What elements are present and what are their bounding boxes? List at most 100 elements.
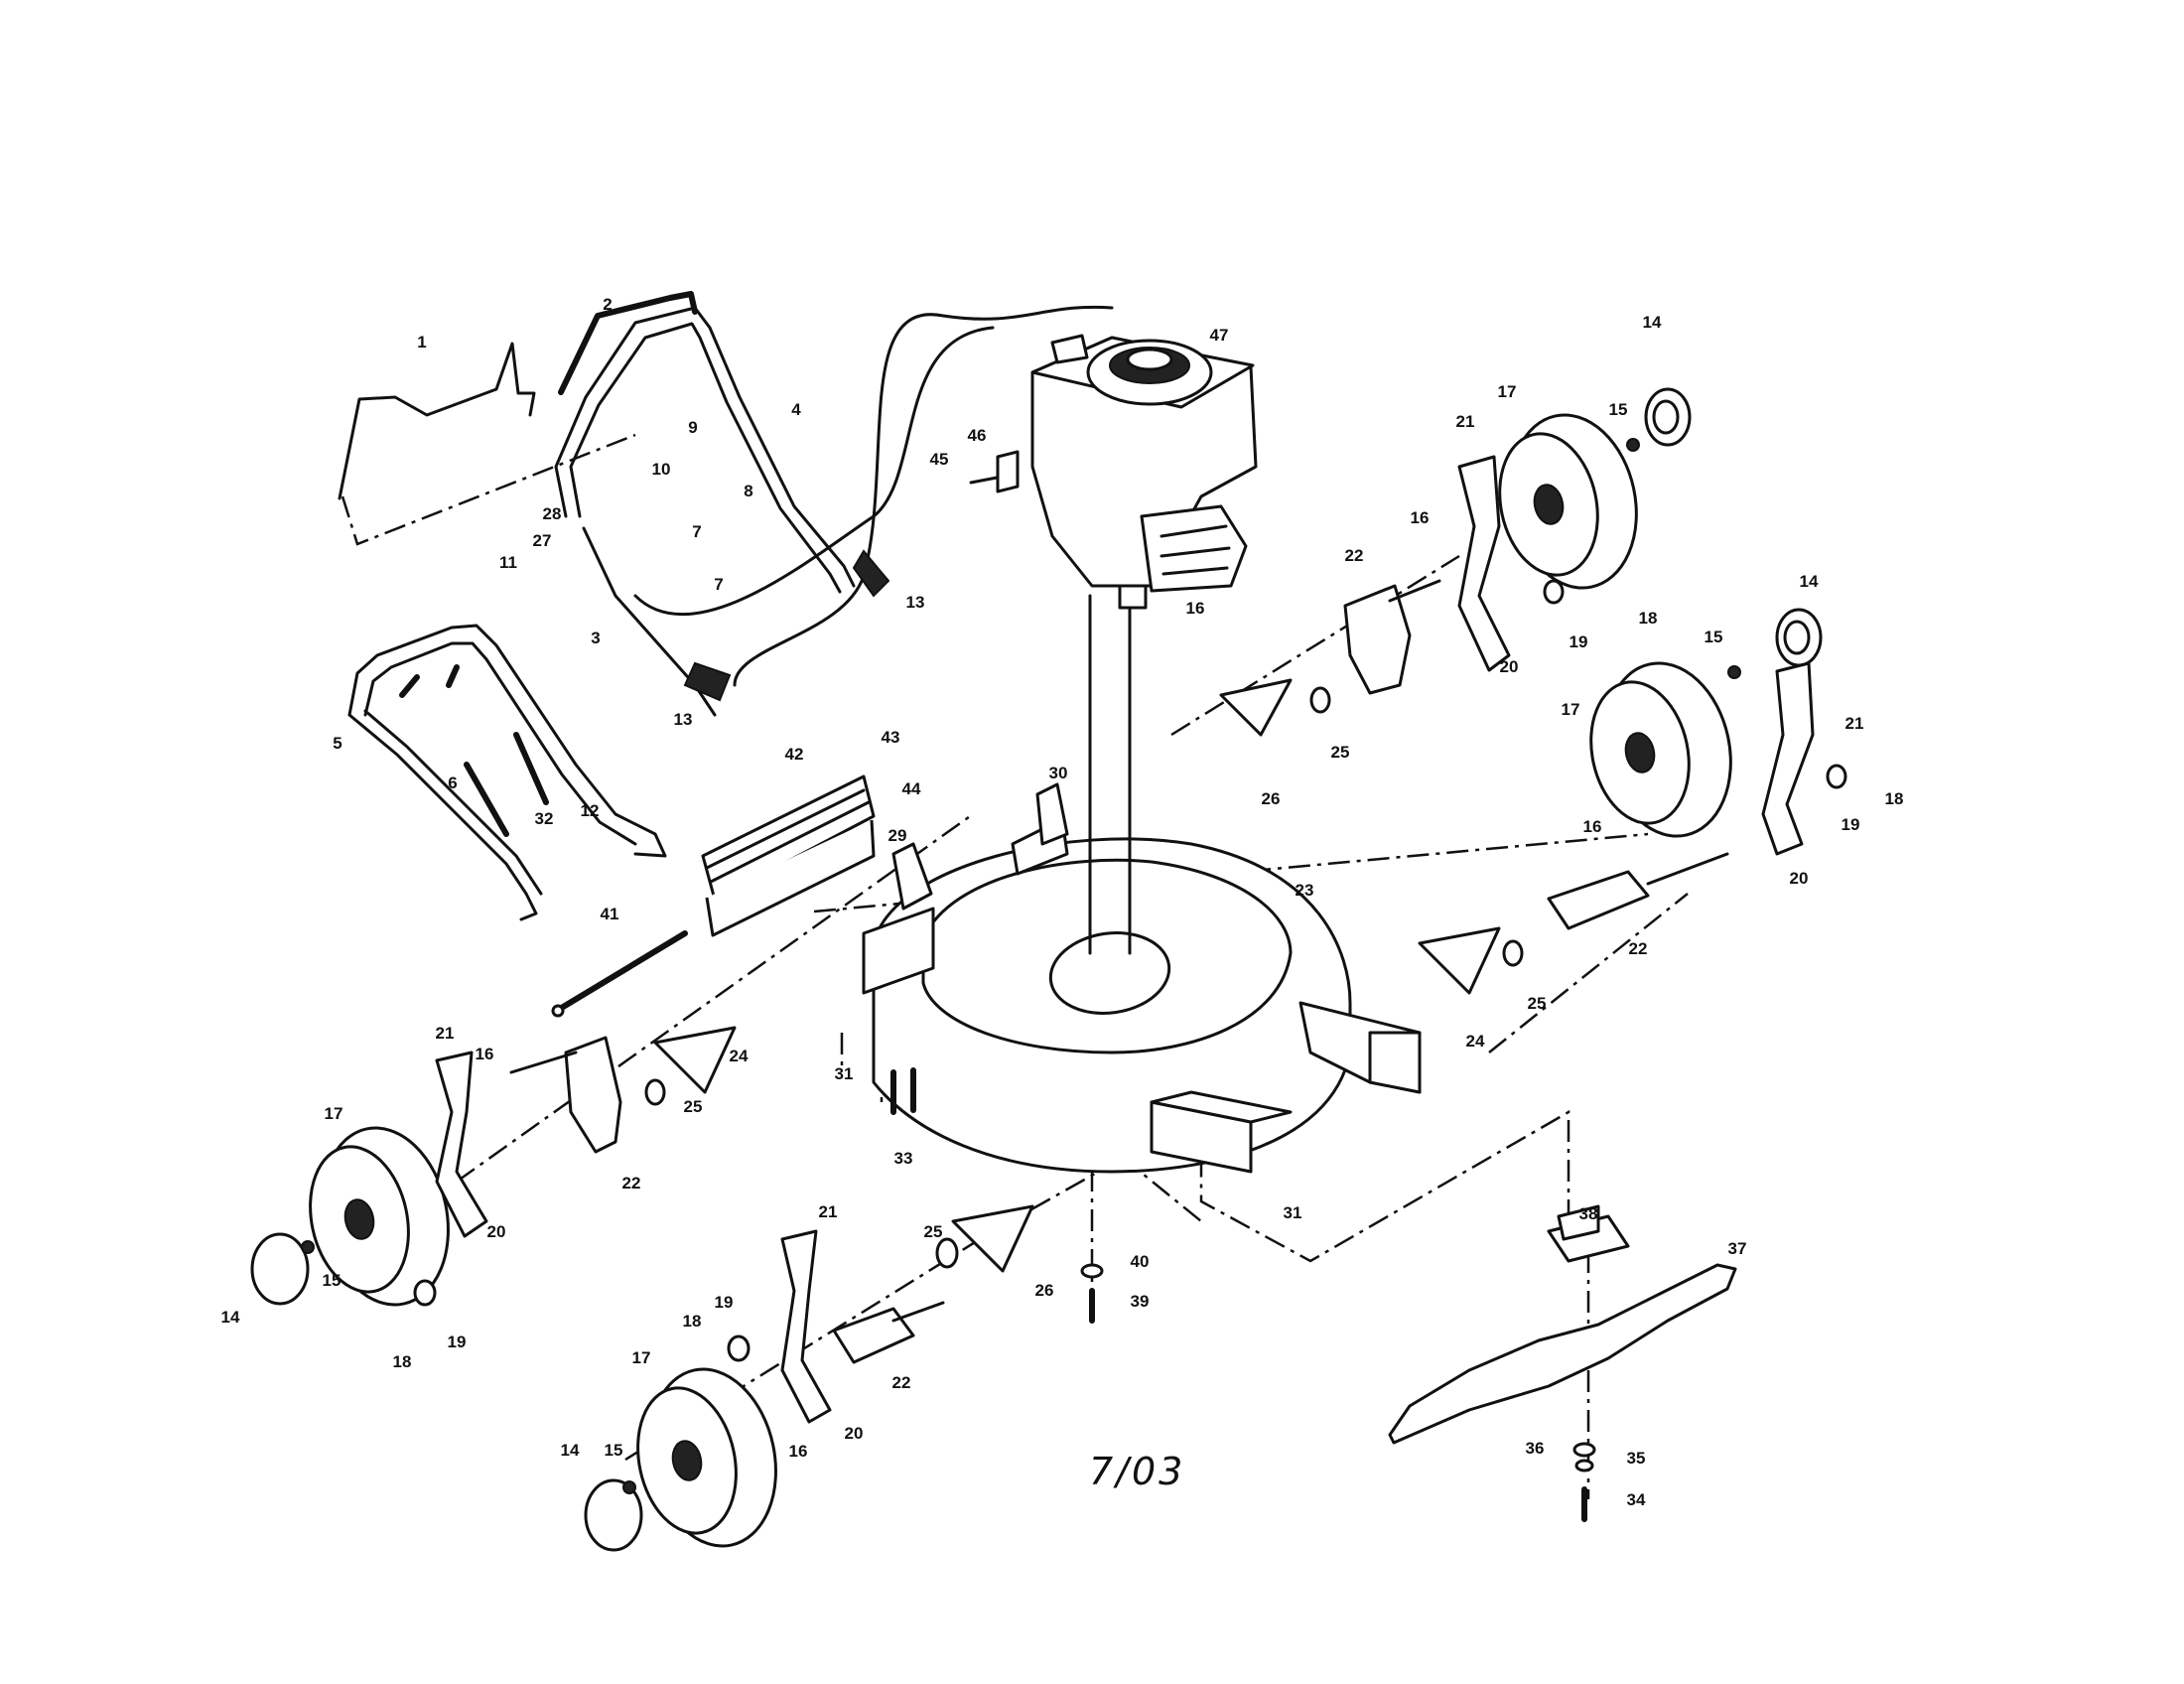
callout-c29: 29 (888, 826, 907, 845)
callout-c15b: 15 (1705, 628, 1723, 646)
date-stamp: 7/03 (1089, 1450, 1185, 1493)
callout-c12: 12 (581, 801, 600, 820)
callout-c42: 42 (785, 745, 804, 764)
callout-c30: 30 (1049, 764, 1068, 782)
callout-c17c: 17 (325, 1104, 343, 1123)
callout-c18c: 18 (393, 1352, 412, 1371)
callout-c14a: 14 (1643, 313, 1662, 332)
callout-c21b: 21 (1845, 714, 1864, 733)
callout-c24a: 24 (730, 1047, 749, 1065)
callout-c24b: 24 (1466, 1032, 1485, 1051)
callout-c10: 10 (652, 460, 671, 479)
callout-c31b: 31 (1284, 1203, 1302, 1222)
upper-handle (554, 306, 856, 717)
callout-c7b: 7 (714, 575, 723, 594)
callout-c15d: 15 (605, 1441, 623, 1460)
callout-c27: 27 (533, 531, 552, 550)
callout-c46: 46 (968, 426, 987, 445)
rear-flap (701, 774, 876, 937)
callout-c40: 40 (1131, 1252, 1150, 1271)
callout-c14d: 14 (561, 1441, 580, 1460)
callout-c16e: 16 (789, 1442, 808, 1461)
wheel-front-right (1589, 661, 1732, 838)
bail-wire (338, 342, 536, 500)
engine-shaft (1088, 594, 1132, 955)
washers (301, 438, 1847, 1494)
callout-c43: 43 (882, 728, 900, 747)
callout-c16c: 16 (1583, 817, 1602, 836)
callout-c26b: 26 (1035, 1281, 1054, 1300)
callout-c22a: 22 (1345, 546, 1364, 565)
height-adjusters (435, 455, 1815, 1424)
callout-c3: 3 (591, 629, 600, 647)
callout-c16b: 16 (1186, 599, 1205, 618)
callout-c32: 32 (535, 809, 554, 828)
callout-c19c: 19 (448, 1333, 467, 1351)
callout-c45: 45 (930, 450, 949, 469)
callout-c21c: 21 (436, 1024, 455, 1043)
axle-arms (509, 579, 1729, 1364)
callout-c20a: 20 (1500, 657, 1519, 676)
wheel-rear-right (1498, 413, 1638, 590)
callout-labels: 1234567789101112131314141414151515151616… (221, 295, 1904, 1509)
callout-c2: 2 (603, 295, 612, 314)
callout-c9: 9 (688, 418, 697, 437)
callout-c14b: 14 (1800, 572, 1819, 591)
throttle-link (969, 450, 1020, 493)
callout-c20b: 20 (1790, 869, 1809, 888)
callout-c19b: 19 (1842, 815, 1860, 834)
callout-c18b: 18 (1885, 789, 1904, 808)
callout-c44: 44 (902, 779, 921, 798)
callout-c33: 33 (894, 1149, 913, 1168)
bolts (890, 1067, 1596, 1522)
callout-c11: 11 (499, 553, 517, 572)
callout-c34: 34 (1627, 1490, 1646, 1509)
callout-c8: 8 (744, 482, 752, 500)
callout-c13b: 13 (674, 710, 693, 729)
handle-bolts (399, 664, 549, 837)
callout-c6: 6 (448, 773, 457, 792)
control-cable (633, 305, 1114, 687)
callout-c19d: 19 (715, 1293, 734, 1312)
handle-grip (558, 291, 698, 395)
callout-c35: 35 (1627, 1449, 1646, 1468)
sector-plates (653, 678, 1501, 1273)
callout-c38: 38 (1579, 1204, 1598, 1223)
callout-c41: 41 (601, 905, 619, 923)
mower-deck (872, 837, 1422, 1174)
blade (1388, 1204, 1737, 1445)
callout-c26a: 26 (1262, 789, 1281, 808)
rear-rod (551, 930, 688, 1018)
callout-c16d: 16 (476, 1045, 494, 1063)
callout-c39: 39 (1131, 1292, 1150, 1311)
callout-c17a: 17 (1498, 382, 1517, 401)
callout-c36: 36 (1526, 1439, 1545, 1458)
callout-c13a: 13 (906, 593, 925, 612)
callout-c25b: 25 (684, 1097, 703, 1116)
callout-c21a: 21 (1456, 412, 1475, 431)
wheel-front-left (636, 1367, 777, 1548)
wheel-rear-left (309, 1126, 450, 1307)
deck-brackets (862, 782, 1069, 995)
engine (1030, 334, 1258, 610)
lower-handle (347, 624, 667, 921)
handle-knobs (683, 549, 890, 702)
callout-c22b: 22 (1629, 939, 1648, 958)
callout-c18d: 18 (683, 1312, 702, 1331)
callout-c23: 23 (1296, 881, 1314, 900)
callout-c25a: 25 (1331, 743, 1350, 762)
callout-c15c: 15 (323, 1271, 341, 1290)
callout-c31a: 31 (835, 1064, 854, 1083)
callout-c18a: 18 (1639, 609, 1658, 628)
callout-c20d: 20 (845, 1424, 864, 1443)
callout-c15a: 15 (1609, 400, 1628, 419)
callout-c21d: 21 (819, 1202, 838, 1221)
callout-c14c: 14 (221, 1308, 240, 1327)
callout-c19a: 19 (1570, 632, 1588, 651)
callout-c22c: 22 (622, 1174, 641, 1193)
callout-c5: 5 (333, 734, 341, 753)
callout-c20c: 20 (487, 1222, 506, 1241)
callout-c22d: 22 (892, 1373, 911, 1392)
